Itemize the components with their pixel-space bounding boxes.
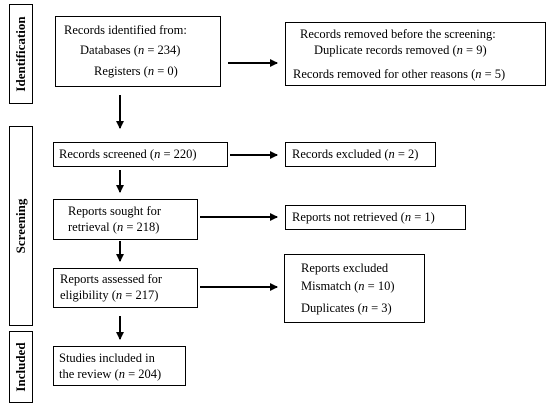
records-removed-box: Records removed before the screening: Du…	[285, 22, 546, 86]
records-excluded-box: Records excluded (n = 2)	[285, 142, 436, 167]
records-identified-box: Records identified from: Databases (n = …	[55, 16, 221, 87]
reports-sought-line2: retrieval (n = 218)	[68, 220, 160, 234]
studies-included-line1: Studies included in	[59, 351, 155, 365]
registers-count: Registers (n = 0)	[94, 64, 178, 78]
studies-included-line2: the review (n = 204)	[59, 367, 162, 381]
reports-assessed-line1: Reports assessed for	[60, 272, 163, 286]
reports-sought-box: Reports sought for retrieval (n = 218)	[53, 199, 198, 240]
reports-excluded-box: Reports excluded Mismatch (n = 10) Dupli…	[284, 254, 425, 323]
records-identified-heading: Records identified from:	[64, 23, 187, 37]
records-removed-heading: Records removed before the screening:	[300, 27, 496, 41]
stage-included: Included	[9, 331, 33, 403]
reports-assessed-box: Reports assessed for eligibility (n = 21…	[53, 268, 198, 308]
stage-identification: Identification	[9, 4, 33, 104]
records-screened-box: Records screened (n = 220)	[53, 142, 228, 167]
reports-assessed-line2: eligibility (n = 217)	[60, 288, 159, 302]
reports-not-retrieved-text: Reports not retrieved (n = 1)	[292, 210, 435, 224]
records-excluded-text: Records excluded (n = 2)	[292, 147, 419, 161]
reports-excluded-duplicates: Duplicates (n = 3)	[301, 301, 392, 315]
reports-excluded-mismatch: Mismatch (n = 10)	[301, 279, 395, 293]
reports-not-retrieved-box: Reports not retrieved (n = 1)	[285, 205, 466, 230]
reports-sought-line1: Reports sought for	[68, 204, 162, 218]
stage-screening: Screening	[9, 126, 33, 326]
records-screened-text: Records screened (n = 220)	[59, 147, 197, 161]
studies-included-box: Studies included in the review (n = 204)	[53, 346, 186, 386]
databases-count: Databases (n = 234)	[80, 43, 181, 57]
duplicate-records-removed: Duplicate records removed (n = 9)	[314, 43, 487, 57]
reports-excluded-heading: Reports excluded	[301, 261, 389, 275]
other-reasons-removed: Records removed for other reasons (n = 5…	[293, 67, 506, 81]
